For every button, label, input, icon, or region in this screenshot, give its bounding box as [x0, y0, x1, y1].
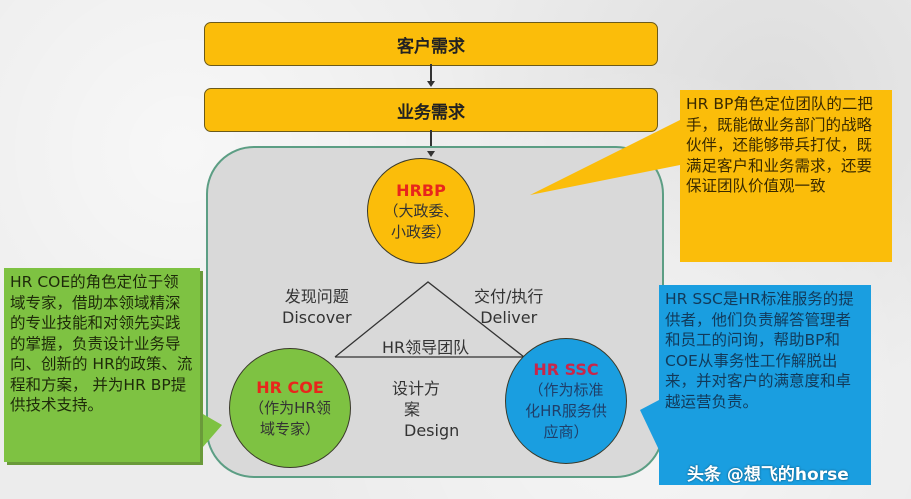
ssc-line1: （作为标准 [528, 381, 604, 399]
customer-demand-box: 客户需求 [204, 22, 658, 66]
design-cn1: 设计方 [392, 379, 441, 398]
center-label: HR领导团队 [382, 338, 470, 357]
discover-en: Discover [282, 308, 352, 327]
coe-line2: 域专家） [259, 419, 320, 438]
deliver-en: Deliver [480, 308, 538, 327]
business-demand-label: 业务需求 [397, 102, 465, 123]
hrbp-line1: （大政委、 [383, 201, 459, 220]
design-en: Design [404, 421, 460, 440]
customer-demand-label: 客户需求 [397, 36, 465, 57]
hrbp-line2: 小政委） [390, 222, 451, 241]
hrbp-callout: HR BP角色定位团队的二把手，既能做业务部门的战略伙伴，还能够带兵打仗，既满足… [680, 90, 892, 262]
arrow-connector [430, 64, 432, 82]
hrbp-title: HRBP [396, 180, 446, 200]
discover-cn: 发现问题 [284, 287, 349, 306]
coe-title: HR COE [256, 377, 324, 397]
design-label: 设计方 案 Design [392, 378, 459, 441]
hrbp-node: HRBP （大政委、 小政委） [367, 158, 475, 264]
ssc-callout: HR SSC是HR标准服务的提供者，他们负责解答管理者和员工的问询，帮助BP和C… [659, 285, 871, 485]
ssc-line2: 化HR服务供 [525, 402, 607, 420]
business-demand-box: 业务需求 [204, 88, 658, 132]
design-cn2: 案 [404, 400, 421, 419]
discover-label: 发现问题 Discover [282, 286, 352, 328]
watermark: 头条 @想飞的horse [687, 465, 849, 485]
coe-line1: （作为HR领 [249, 398, 331, 417]
ssc-title: HR SSC [533, 360, 599, 379]
coe-callout: HR COE的角色定位于领域专家，借助本领域精深的专业技能和对领先实践的掌握，负… [4, 268, 200, 462]
ssc-node: HR SSC （作为标准 化HR服务供 应商） [505, 338, 627, 464]
arrow-down-icon [427, 81, 435, 87]
ssc-line3: 应商） [543, 423, 589, 441]
arrow-connector [430, 130, 432, 152]
deliver-cn: 交付/执行 [474, 287, 544, 306]
deliver-label: 交付/执行 Deliver [474, 286, 543, 328]
coe-node: HR COE （作为HR领 域专家） [229, 348, 351, 468]
arrow-down-icon [427, 151, 435, 157]
